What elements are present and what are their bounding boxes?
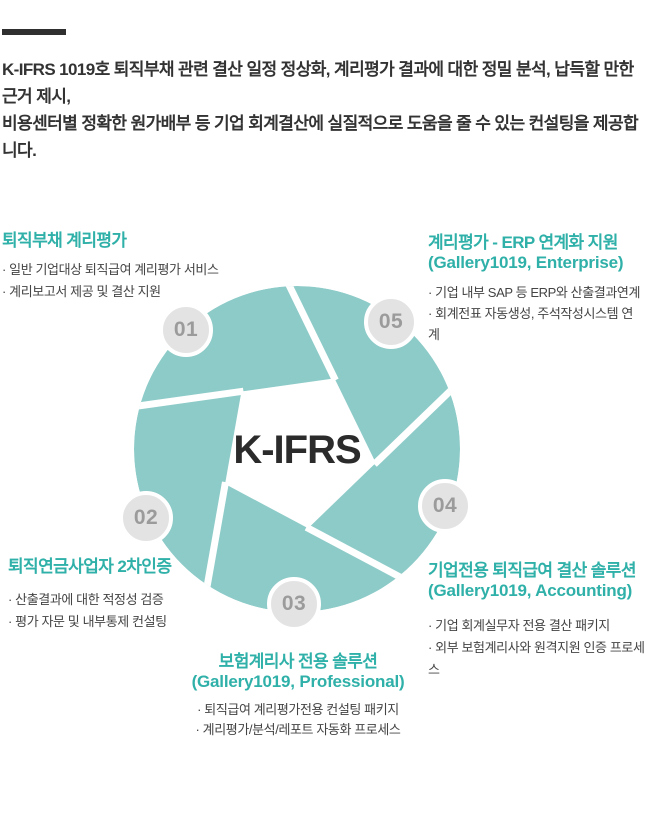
step-badge-03: 03	[267, 577, 321, 631]
section-05-title-line: 계리평가 - ERP 연계화 지원	[428, 233, 618, 252]
aperture-diagram: K-IFRS 01 02 03 04 05	[119, 284, 472, 631]
section-04-title: 기업전용 퇴직급여 결산 솔루션 (Gallery1019, Accountin…	[428, 561, 648, 601]
section-02-items: · 산출결과에 대한 적정성 검증 · 평가 자문 및 내부통제 컨설팅	[8, 589, 171, 633]
intro-line-1: K-IFRS 1019호 퇴직부채 관련 결산 일정 정상화, 계리평가 결과에…	[2, 60, 634, 106]
section-04-bullet-1: · 기업 회계실무자 전용 결산 패키지	[428, 618, 610, 633]
section-04-subtitle: (Gallery1019, Accounting)	[428, 581, 633, 600]
section-04-bullet-2: · 외부 보험계리사와 원격지원 인증 프로세스	[428, 640, 645, 677]
section-04-items: · 기업 회계실무자 전용 결산 패키지 · 외부 보험계리사와 원격지원 인증…	[428, 615, 648, 681]
section-02-title: 퇴직연금사업자 2차인증	[8, 557, 172, 576]
section-03-subtitle: (Gallery1019, Professional)	[191, 672, 405, 691]
step-badge-02: 02	[119, 491, 173, 545]
section-01-bullet-2: · 계리보고서 제공 및 결산 지원	[2, 284, 161, 299]
section-05-bullet-1: · 기업 내부 SAP 등 ERP와 산출결과연계	[428, 285, 641, 300]
section-03-title-line: 보험계리사 전용 솔루션	[218, 652, 378, 671]
section-05-bullet-2: · 회계전표 자동생성, 주석작성시스템 연계	[428, 306, 633, 342]
section-03-bullet-2: · 계리평가/분석/레포트 자동화 프로세스	[195, 722, 401, 737]
accent-bar	[2, 29, 66, 35]
step-badge-01: 01	[159, 303, 213, 357]
section-01-title: 퇴직부채 계리평가	[2, 231, 127, 250]
section-03-bullet-1: · 퇴직급여 계리평가전용 컨설팅 패키지	[197, 702, 399, 717]
diagram-center-label: K-IFRS	[233, 428, 361, 472]
aperture-graphic-icon	[134, 286, 460, 612]
section-pension-provider-certification: 퇴직연금사업자 2차인증 · 산출결과에 대한 적정성 검증 · 평가 자문 및…	[8, 557, 172, 633]
section-03-title: 보험계리사 전용 솔루션 (Gallery1019, Professional)	[148, 652, 448, 692]
section-actuary-solution: 보험계리사 전용 솔루션 (Gallery1019, Professional)…	[148, 652, 448, 740]
section-05-items: · 기업 내부 SAP 등 ERP와 산출결과연계 · 회계전표 자동생성, 주…	[428, 282, 643, 345]
section-01-bullet-1: · 일반 기업대상 퇴직급여 계리평가 서비스	[2, 262, 219, 277]
section-02-bullet-1: · 산출결과에 대한 적정성 검증	[8, 592, 164, 607]
step-badge-04: 04	[418, 479, 472, 533]
section-erp-integration: 계리평가 - ERP 연계화 지원 (Gallery1019, Enterpri…	[428, 233, 643, 345]
section-02-bullet-2: · 평가 자문 및 내부통제 컨설팅	[8, 614, 167, 629]
section-05-subtitle: (Gallery1019, Enterprise)	[428, 253, 624, 272]
section-retirement-liability-valuation: 퇴직부채 계리평가 · 일반 기업대상 퇴직급여 계리평가 서비스 · 계리보고…	[2, 231, 219, 303]
section-03-items: · 퇴직급여 계리평가전용 컨설팅 패키지 · 계리평가/분석/레포트 자동화 …	[148, 700, 448, 740]
section-corporate-settlement-solution: 기업전용 퇴직급여 결산 솔루션 (Gallery1019, Accountin…	[428, 561, 648, 681]
section-05-title: 계리평가 - ERP 연계화 지원 (Gallery1019, Enterpri…	[428, 233, 643, 273]
intro-line-2: 비용센터별 정확한 원가배부 등 기업 회계결산에 실질적으로 도움을 줄 수 …	[2, 114, 639, 160]
section-04-title-line: 기업전용 퇴직급여 결산 솔루션	[428, 561, 636, 580]
step-badge-05: 05	[364, 295, 418, 349]
section-01-items: · 일반 기업대상 퇴직급여 계리평가 서비스 · 계리보고서 제공 및 결산 …	[2, 259, 219, 303]
intro-paragraph: K-IFRS 1019호 퇴직부채 관련 결산 일정 정상화, 계리평가 결과에…	[2, 56, 650, 164]
